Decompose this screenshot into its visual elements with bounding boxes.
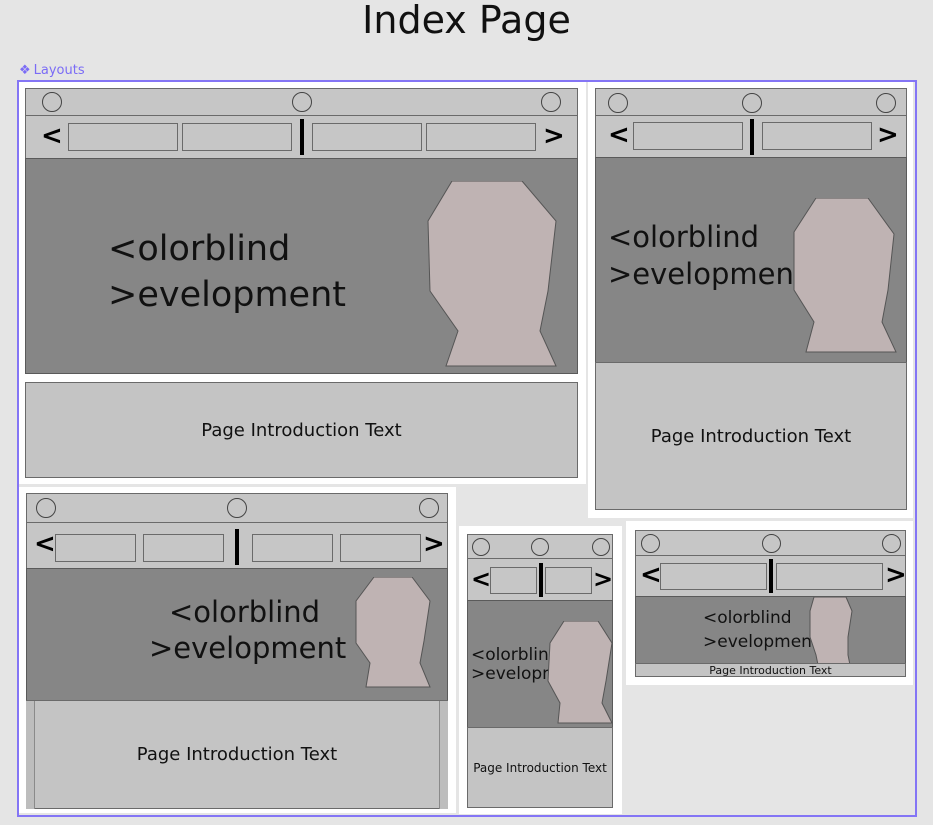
hero-title-line2: >evelopment (703, 632, 819, 652)
browser-top-bar (25, 88, 578, 116)
hero-title-line2: >evelopment (608, 257, 806, 291)
nav-item[interactable] (762, 122, 872, 150)
nav-next-arrow[interactable]: > (877, 120, 899, 150)
intro-section: Page Introduction Text (467, 727, 613, 808)
window-dot-icon (876, 93, 896, 113)
nav-divider (300, 119, 304, 155)
hero-banner: <olorblind >evelopment (467, 600, 613, 728)
head-silhouette-icon (809, 597, 853, 665)
nav-next-arrow[interactable]: > (593, 565, 613, 593)
layout-mobile: < > <olorblind >evelopment Page Introduc… (459, 526, 622, 814)
window-dot-icon (592, 538, 610, 556)
nav-next-arrow[interactable]: > (885, 560, 906, 590)
layout-tablet: < > <olorblind >evelopment Page Introduc… (19, 487, 456, 813)
hero-title-line2: >evelopment (108, 275, 346, 315)
nav-item[interactable] (312, 123, 422, 151)
nav-prev-arrow[interactable]: < (640, 560, 662, 590)
intro-text: Page Introduction Text (709, 663, 832, 677)
nav-bar: < > (595, 115, 907, 158)
window-dot-icon (762, 534, 781, 553)
window-dot-icon (541, 92, 561, 112)
nav-bar: < > (25, 115, 578, 159)
head-silhouette-icon (427, 181, 557, 367)
nav-item[interactable] (776, 563, 883, 590)
page-title: Index Page (362, 0, 571, 42)
hero-banner: <olorblind >evelopment (25, 158, 578, 374)
window-dot-icon (531, 538, 549, 556)
window-dot-icon (36, 498, 56, 518)
window-dot-icon (419, 498, 439, 518)
intro-text: Page Introduction Text (650, 425, 852, 447)
intro-text: Page Introduction Text (473, 760, 607, 775)
window-dot-icon (227, 498, 247, 518)
nav-prev-arrow[interactable]: < (34, 529, 56, 559)
intro-text: Page Introduction Text (136, 744, 338, 765)
layout-tablet-portrait: < > <olorblind >evelopment Page Introduc… (588, 82, 913, 518)
window-dot-icon (641, 534, 660, 553)
nav-item[interactable] (340, 534, 421, 562)
layout-desktop: < > <olorblind >evelopment Page Introduc… (19, 82, 586, 484)
nav-item[interactable] (182, 123, 292, 151)
intro-section: Page Introduction Text (635, 663, 906, 677)
browser-top-bar (26, 493, 448, 523)
hero-title-line1: <olorblind (608, 220, 760, 254)
nav-bar: < > (467, 558, 613, 601)
nav-prev-arrow[interactable]: < (471, 565, 492, 593)
window-dot-icon (742, 93, 762, 113)
hero-title-line1: <olorblind (471, 645, 560, 665)
nav-divider (750, 119, 754, 155)
nav-divider (769, 559, 773, 593)
nav-item[interactable] (426, 123, 536, 151)
hero-title-line1: <olorblind (169, 595, 321, 629)
nav-item[interactable] (545, 567, 592, 594)
head-silhouette-icon (355, 577, 431, 688)
hero-banner: <olorblind >evelopment (26, 568, 448, 701)
browser-top-bar (595, 88, 907, 116)
head-silhouette-icon (547, 621, 613, 724)
nav-bar: < > (26, 522, 448, 569)
nav-item[interactable] (633, 122, 743, 150)
layouts-frame-label[interactable]: ❖Layouts (19, 63, 85, 78)
component-icon: ❖ (19, 63, 31, 78)
intro-section: Page Introduction Text (25, 382, 578, 478)
nav-next-arrow[interactable]: > (423, 529, 445, 559)
layouts-label-text: Layouts (33, 63, 85, 78)
window-dot-icon (472, 538, 490, 556)
nav-prev-arrow[interactable]: < (608, 120, 630, 150)
hero-title-line1: <olorblind (108, 229, 291, 269)
head-silhouette-icon (793, 198, 897, 353)
nav-next-arrow[interactable]: > (543, 121, 565, 151)
nav-item[interactable] (490, 567, 537, 594)
hero-banner: <olorblind >evelopment (595, 157, 907, 363)
layouts-frame (17, 80, 917, 817)
nav-divider (539, 563, 543, 597)
intro-section: Page Introduction Text (26, 700, 448, 809)
left-scroll-rail (26, 701, 35, 809)
intro-section: Page Introduction Text (595, 362, 907, 510)
nav-item[interactable] (55, 534, 136, 562)
browser-top-bar (467, 534, 613, 559)
hero-banner: <olorblind >evelopment (635, 596, 906, 665)
window-dot-icon (292, 92, 312, 112)
browser-top-bar (635, 530, 906, 556)
window-dot-icon (42, 92, 62, 112)
nav-divider (235, 529, 239, 565)
layout-landscape: < > <olorblind >evelopment Page Introduc… (626, 521, 913, 685)
hero-title-line1: <olorblind (703, 608, 792, 628)
intro-text: Page Introduction Text (201, 419, 402, 441)
right-scroll-rail (439, 701, 448, 809)
nav-bar: < > (635, 555, 906, 597)
window-dot-icon (882, 534, 901, 553)
nav-prev-arrow[interactable]: < (41, 121, 63, 151)
nav-item[interactable] (252, 534, 333, 562)
hero-title-line2: >evelopment (149, 631, 347, 665)
window-dot-icon (608, 93, 628, 113)
nav-item[interactable] (660, 563, 767, 590)
nav-item[interactable] (143, 534, 224, 562)
nav-item[interactable] (68, 123, 178, 151)
